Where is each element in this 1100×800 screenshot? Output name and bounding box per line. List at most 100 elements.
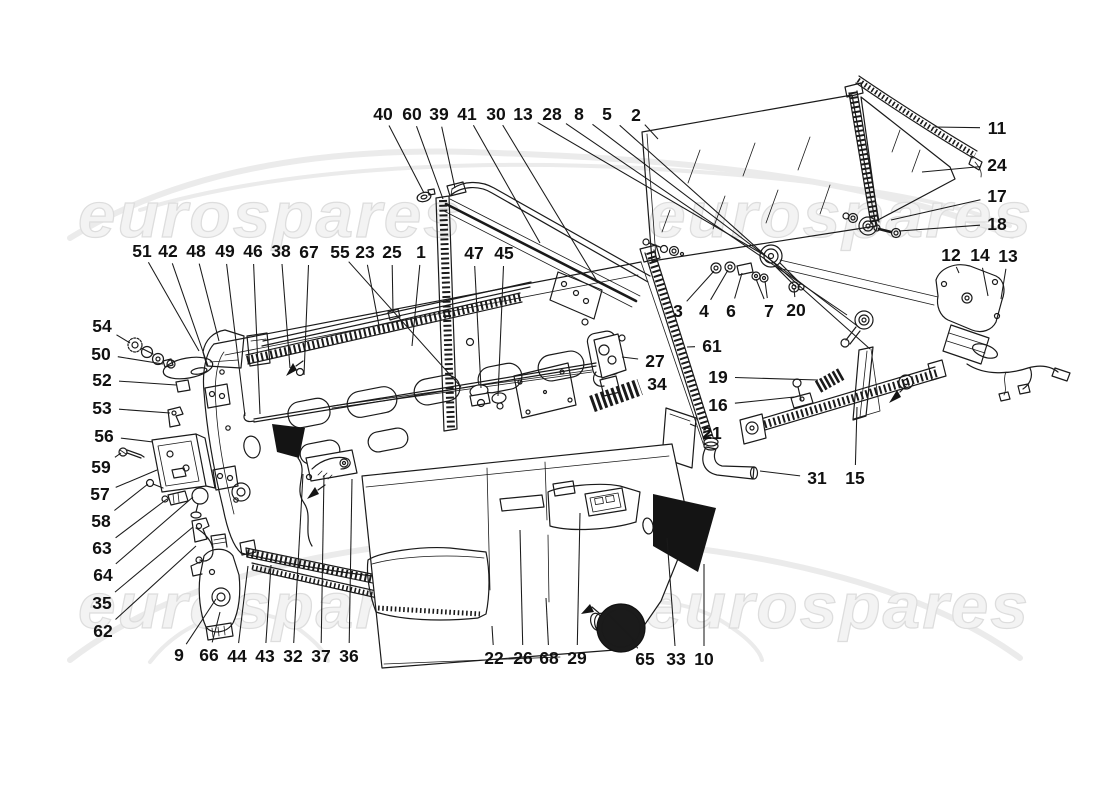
- leader-line-15: [854, 406, 858, 466]
- leader-line-54: [116, 334, 131, 344]
- part-label-24: 24: [987, 155, 1007, 175]
- beltline-strips: [245, 281, 532, 365]
- part-label-25: 25: [382, 242, 402, 262]
- part-label-45: 45: [494, 243, 514, 263]
- part-label-67: 67: [299, 242, 318, 262]
- leader-line-6: [734, 272, 743, 299]
- leader-line-48: [198, 263, 220, 342]
- mirror-sail-panel: [202, 329, 245, 369]
- leader-line-41: [472, 125, 541, 244]
- line-art: [118, 75, 1071, 669]
- leader-line-4: [710, 269, 729, 301]
- part-label-15: 15: [845, 468, 865, 488]
- part-label-64: 64: [93, 565, 113, 585]
- leader-line-17: [890, 199, 981, 221]
- leader-line-9: [185, 598, 217, 645]
- leader-line-62: [115, 545, 197, 620]
- part-label-38: 38: [271, 241, 291, 261]
- part-label-6: 6: [726, 301, 736, 321]
- part-label-23: 23: [355, 242, 375, 262]
- leader-line-20: [793, 287, 796, 298]
- part-label-41: 41: [457, 104, 477, 124]
- quarter-window-trim: [855, 75, 978, 159]
- handle-linkage: [243, 362, 597, 547]
- leader-line-50: [117, 356, 164, 365]
- strip-clip: [387, 308, 401, 321]
- part-label-35: 35: [92, 593, 112, 613]
- leader-line-18: [898, 224, 981, 232]
- part-label-4: 4: [699, 301, 709, 321]
- part-label-50: 50: [91, 344, 111, 364]
- leader-line-14: [981, 267, 989, 297]
- leader-line-38: [281, 263, 291, 369]
- quarter-window-glass: [860, 96, 956, 221]
- watermark-text-bottom-right: eurospares: [645, 570, 1030, 642]
- part-label-21: 21: [702, 423, 722, 443]
- part-label-18: 18: [987, 214, 1007, 234]
- part-label-49: 49: [215, 241, 235, 261]
- leader-line-37: [320, 474, 325, 644]
- leader-line-66: [211, 611, 221, 643]
- part-label-33: 33: [666, 649, 686, 669]
- frame-seal: [450, 187, 649, 283]
- rear-quarter-trim: [653, 494, 716, 572]
- filler-panel: [661, 407, 697, 469]
- part-label-32: 32: [283, 646, 303, 666]
- latch-and-fittings: [589, 333, 759, 480]
- direction-arrow-2: [581, 604, 594, 614]
- part-label-43: 43: [255, 646, 275, 666]
- speaker: [596, 603, 646, 653]
- part-label-31: 31: [807, 468, 827, 488]
- leader-line-65: [631, 639, 639, 649]
- part-label-36: 36: [339, 646, 359, 666]
- leader-line-21: [689, 423, 697, 428]
- part-label-8: 8: [574, 104, 584, 124]
- part-label-19: 19: [708, 367, 728, 387]
- leader-line-16: [734, 396, 795, 404]
- door-trim-panel: [361, 443, 716, 669]
- inner-handle-lever: [311, 456, 351, 470]
- leader-line-5: [619, 124, 871, 350]
- leader-line-52: [118, 380, 177, 386]
- part-label-34: 34: [647, 374, 667, 394]
- part-label-7: 7: [764, 301, 774, 321]
- part-label-66: 66: [199, 645, 219, 665]
- part-label-53: 53: [92, 398, 112, 418]
- leader-line-33: [666, 537, 676, 647]
- leader-line-67: [303, 264, 310, 376]
- part-label-68: 68: [539, 648, 559, 668]
- leader-line-60: [416, 126, 444, 200]
- leader-line-49: [226, 263, 246, 417]
- part-label-10: 10: [694, 649, 714, 669]
- part-label-46: 46: [243, 241, 263, 261]
- leader-line-39: [441, 126, 456, 189]
- leader-line-36: [348, 478, 353, 644]
- rod-clamp-2: [491, 392, 507, 404]
- part-label-11: 11: [988, 118, 1007, 138]
- part-label-5: 5: [602, 104, 612, 124]
- watermark-text-top-right: eurospares: [648, 179, 1033, 251]
- part-label-39: 39: [429, 104, 449, 124]
- leader-line-40: [388, 125, 425, 194]
- frame-gusset: [549, 271, 603, 320]
- part-label-57: 57: [90, 484, 109, 504]
- leader-line-42: [171, 263, 209, 367]
- part-label-62: 62: [93, 621, 113, 641]
- part-label-54: 54: [92, 316, 112, 336]
- part-label-26: 26: [513, 648, 533, 668]
- lock-actuator: [190, 533, 241, 641]
- watermark-text-top-left: eurospares: [78, 179, 463, 251]
- part-label-55: 55: [330, 242, 350, 262]
- part-label-51: 51: [132, 241, 152, 261]
- leader-line-44: [238, 565, 249, 644]
- part-label-3: 3: [673, 301, 683, 321]
- part-label-30: 30: [486, 104, 506, 124]
- door-glass: [641, 75, 983, 262]
- part-label-59: 59: [91, 457, 111, 477]
- direction-arrow: [889, 390, 901, 403]
- part-label-17: 17: [987, 186, 1006, 206]
- leader-line-25: [391, 264, 394, 313]
- part-label-9: 9: [174, 645, 184, 665]
